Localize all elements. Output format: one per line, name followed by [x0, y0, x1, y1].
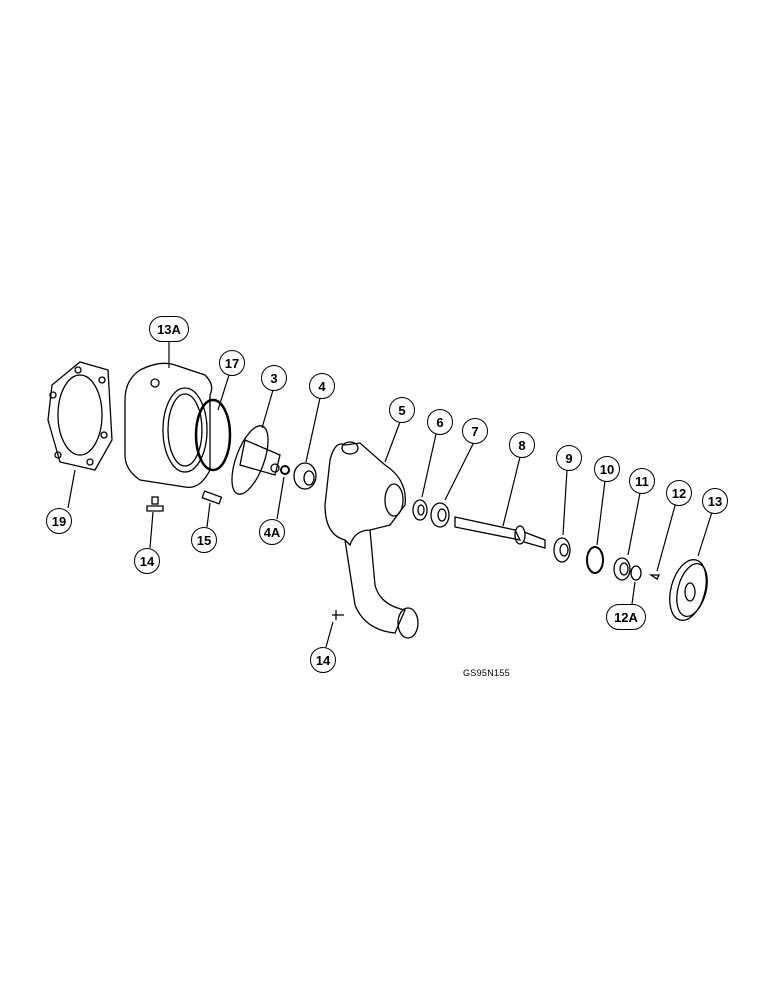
- part-seal-4: [293, 462, 317, 490]
- callout-14-lower: 14: [310, 647, 336, 673]
- part-washer-4A: [280, 465, 290, 475]
- callout-4A: 4A: [259, 519, 285, 545]
- callout-12A: 12A: [606, 604, 646, 630]
- figure-id: GS95N155: [463, 668, 510, 678]
- callout-19: 19: [46, 508, 72, 534]
- part-spacer-12A: [630, 565, 642, 581]
- callout-17: 17: [219, 350, 245, 376]
- callout-4: 4: [309, 373, 335, 399]
- callout-6: 6: [427, 409, 453, 435]
- callout-10: 10: [594, 456, 620, 482]
- callout-5: 5: [389, 397, 415, 423]
- part-bearing-6: [412, 499, 428, 521]
- callout-13: 13: [702, 488, 728, 514]
- part-bearing-9: [553, 537, 571, 563]
- callout-12: 12: [666, 480, 692, 506]
- part-bearing-7: [430, 502, 450, 528]
- part-snap-ring-10: [586, 546, 604, 574]
- part-drain-plug-14: [146, 496, 164, 512]
- part-o-ring-17: [194, 398, 232, 472]
- callout-11: 11: [629, 468, 655, 494]
- callout-14-upper: 14: [134, 548, 160, 574]
- callout-8: 8: [509, 432, 535, 458]
- leader-lines: [67, 340, 713, 648]
- part-housing-13A: [124, 362, 213, 489]
- callout-13A: 13A: [149, 316, 189, 342]
- callout-9: 9: [556, 445, 582, 471]
- callout-7: 7: [462, 418, 488, 444]
- part-seal-11: [613, 557, 631, 581]
- callout-15: 15: [191, 527, 217, 553]
- part-key-12: [648, 574, 661, 580]
- callout-3: 3: [261, 365, 287, 391]
- part-shaft-8: [454, 516, 546, 549]
- part-gasket-19: [47, 361, 113, 471]
- part-drain-plug-14b: [332, 610, 344, 620]
- part-pulley-13: [669, 559, 708, 621]
- part-stud-15: [201, 490, 223, 505]
- part-impeller-3: [231, 425, 281, 495]
- part-pump-body-5: [324, 441, 419, 639]
